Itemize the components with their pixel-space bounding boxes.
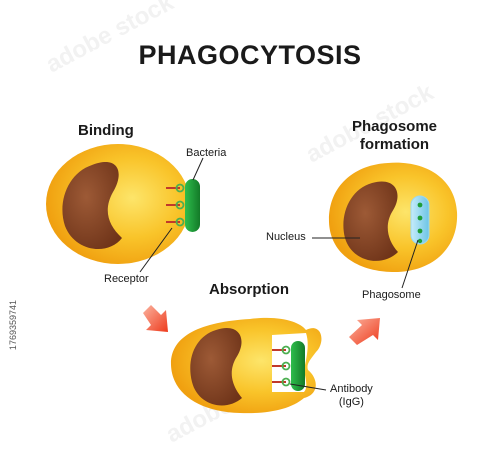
nucleus-label: Nucleus	[266, 231, 306, 243]
bacteria-label: Bacteria	[186, 147, 227, 159]
stage-binding-heading: Binding	[78, 122, 134, 139]
receptor-leader	[139, 227, 173, 273]
bacteria-shape	[185, 179, 200, 232]
antibody-label-line1: Antibody	[330, 383, 373, 395]
antibody-label-line2: (IgG)	[338, 396, 364, 408]
antibody-label: Antibody (IgG)	[330, 383, 373, 409]
phagosome-leader	[401, 239, 419, 289]
stage-phagosome-heading: Phagosome formation	[352, 118, 437, 154]
receptor-group	[166, 183, 185, 227]
stock-id: 1769359741	[8, 300, 18, 351]
antibody-group	[272, 345, 291, 387]
bacteria-leader	[192, 157, 204, 181]
nucleus	[190, 328, 242, 406]
binding-cell	[46, 144, 190, 264]
antibody-leader	[289, 383, 327, 391]
nucleus	[62, 162, 122, 250]
stage-phagosome-heading-line2: formation	[359, 136, 430, 153]
nucleus	[343, 181, 398, 261]
receptor-label: Receptor	[104, 273, 149, 285]
arrow-down-right	[143, 305, 168, 332]
page-title: PHAGOCYTOSIS	[138, 40, 362, 70]
phagosome-cell	[328, 162, 458, 273]
phagosome-label: Phagosome	[362, 289, 421, 301]
stage-phagosome-heading-line1: Phagosome	[352, 118, 438, 135]
bacteria-shape	[291, 341, 305, 391]
stage-absorption-heading: Absorption	[209, 281, 289, 298]
arrow-up-right	[349, 318, 380, 345]
